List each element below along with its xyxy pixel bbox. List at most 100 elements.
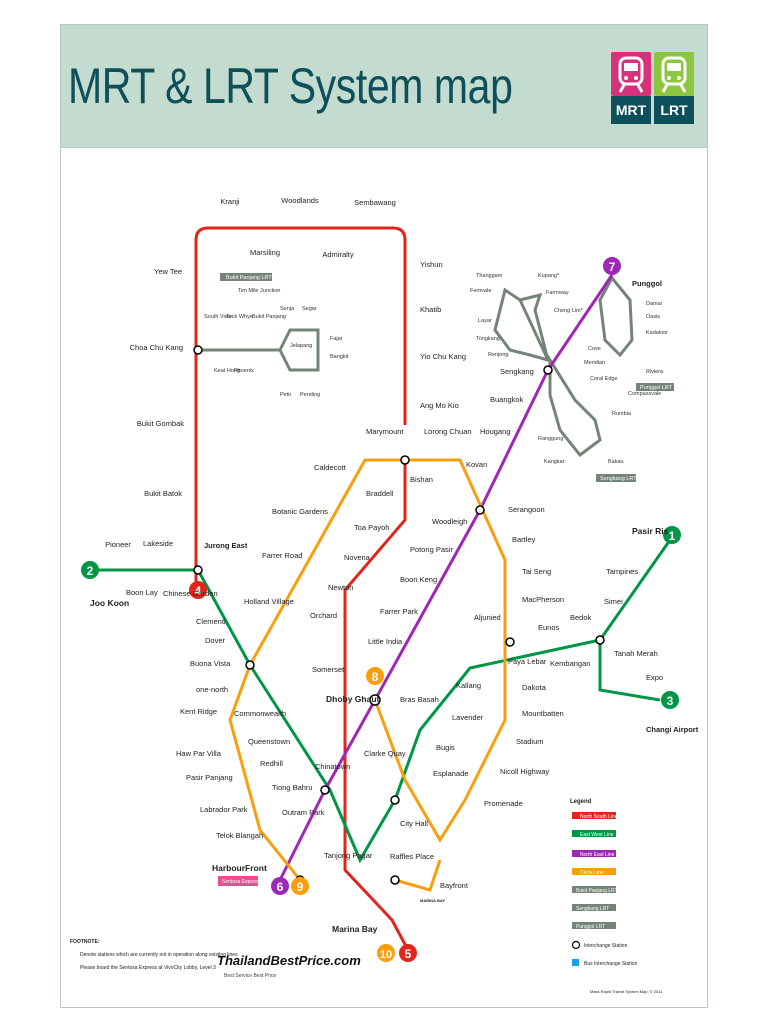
station-bukit-gombak: Bukit Gombak bbox=[137, 419, 184, 428]
station-simei: Simei bbox=[604, 597, 623, 606]
sentosa-express-label: Sentosa Express bbox=[222, 879, 260, 885]
legend-swatch-sengkang-lrt bbox=[572, 904, 616, 911]
line-number-1: 1 bbox=[669, 529, 676, 543]
lrt-phoenix: Phoenix bbox=[234, 368, 254, 374]
lrt-rumbia: Rumbia bbox=[612, 411, 632, 417]
lrt-farmway: Farmway bbox=[546, 290, 569, 296]
lrt-compassvale: Compassvale bbox=[628, 391, 661, 397]
station-queenstown: Queenstown bbox=[248, 737, 290, 746]
sengkang-punggol-lrt-lines bbox=[493, 275, 634, 458]
station-bedok: Bedok bbox=[570, 613, 592, 622]
station-tanjong-pagar: Tanjong Pagar bbox=[324, 851, 373, 860]
station-dakota: Dakota bbox=[522, 683, 547, 692]
line-number-6: 6 bbox=[277, 880, 284, 894]
station-kembangan: Kembangan bbox=[550, 659, 590, 668]
station-serangoon: Serangoon bbox=[508, 505, 545, 514]
station-stadium: Stadium bbox=[516, 737, 544, 746]
station-novena: Novena bbox=[344, 553, 371, 562]
marina-bay-sands-logo: MARINA BAY bbox=[420, 898, 445, 903]
lrt-badge-label: LRT bbox=[654, 96, 694, 124]
lrt-cove: Cove bbox=[588, 346, 601, 352]
footnote-title: FOOTNOTE: bbox=[70, 939, 100, 945]
credit-text: Mass Rapid Transit System Map, © 2011 bbox=[590, 989, 663, 994]
lrt-renjong: Renjong bbox=[488, 352, 509, 358]
station-orchard: Orchard bbox=[310, 611, 337, 620]
lrt-oasis: Oasis bbox=[646, 314, 660, 320]
legend-north-south: North South Line bbox=[580, 814, 618, 820]
lrt-segar: Segar bbox=[302, 306, 317, 312]
station-hougang: Hougang bbox=[480, 427, 510, 436]
station-yio-chu-kang: Yio Chu Kang bbox=[420, 352, 466, 361]
lrt-badge: LRT bbox=[654, 52, 694, 124]
station-bayfront: Bayfront bbox=[440, 881, 469, 890]
station-bras-basah: Bras Basah bbox=[400, 695, 439, 704]
lrt-damai: Damai bbox=[646, 301, 662, 307]
station-eunos: Eunos bbox=[538, 623, 560, 632]
legend-swatch-bukit-panjang-lrt bbox=[572, 886, 616, 893]
station-ang-mo-kio: Ang Mo Kio bbox=[420, 401, 459, 410]
lrt-bangkit: Bangkit bbox=[330, 354, 349, 360]
brand-tagline: Best Service Best Price bbox=[224, 973, 276, 979]
legend-swatch-circle bbox=[572, 868, 616, 875]
lrt-train-icon bbox=[654, 52, 694, 96]
station-bartley: Bartley bbox=[512, 535, 536, 544]
station-city-hall: City Hall bbox=[400, 819, 428, 828]
line-number-5: 5 bbox=[405, 947, 412, 961]
footnote: FOOTNOTE: Denote stations which are curr… bbox=[70, 876, 445, 979]
station-kranji: Kranji bbox=[220, 197, 240, 206]
legend-swatch-punggol-lrt bbox=[572, 922, 616, 929]
station-bishan: Bishan bbox=[410, 475, 433, 484]
station-holland-village: Holland Village bbox=[244, 597, 294, 606]
station-outram-park: Outram Park bbox=[282, 808, 325, 817]
lrt-jelapang: Jelapang bbox=[290, 343, 312, 349]
station-promenade: Promenade bbox=[484, 799, 523, 808]
station-bukit-batok: Bukit Batok bbox=[144, 489, 182, 498]
lrt-station-labels: Bukit Panjang LRT Ten Mile Junction Sout… bbox=[204, 273, 674, 482]
line-number-9: 9 bbox=[297, 880, 304, 894]
station-nicoll-highway: Nicoll Highway bbox=[500, 767, 549, 776]
station-tiong-bahru: Tiong Bahru bbox=[272, 783, 313, 792]
station-redhill: Redhill bbox=[260, 759, 283, 768]
header-banner bbox=[60, 24, 708, 148]
lrt-kadaloor: Kadaloor bbox=[646, 330, 668, 336]
station-commonwealth: Commonwealth bbox=[234, 709, 286, 718]
lrt-pending: Pending bbox=[300, 392, 320, 398]
lrt-keat-hong: Keat Hong bbox=[214, 368, 240, 374]
lrt-kupang: Kupang* bbox=[538, 273, 560, 279]
lrt-ranggung: Ranggung bbox=[538, 436, 563, 442]
line-number-10: 10 bbox=[380, 949, 392, 961]
bus-icon bbox=[572, 959, 579, 966]
station-marymount: Marymount bbox=[366, 427, 404, 436]
lrt-bakau: Bakau bbox=[608, 459, 624, 465]
legend-bukit-panjang-lrt: Bukit Panjang LRT bbox=[576, 888, 618, 894]
punggol-lrt-tag bbox=[636, 383, 674, 391]
legend-east-west: East West Line bbox=[580, 832, 614, 838]
station-marsiling: Marsiling bbox=[250, 248, 280, 257]
station-somerset: Somerset bbox=[312, 665, 345, 674]
station-buangkok: Buangkok bbox=[490, 395, 524, 404]
station-botanic-gardens: Botanic Gardens bbox=[272, 507, 328, 516]
lrt-kangkar: Kangkar bbox=[544, 459, 565, 465]
line-number-markers: 1 2 3 4 5 6 7 8 9 10 bbox=[81, 257, 681, 962]
station-kent-ridge: Kent Ridge bbox=[180, 707, 217, 716]
station-little-india: Little India bbox=[368, 637, 403, 646]
footnote-note-2: Please board the Sentosa Express at Vivo… bbox=[80, 965, 216, 971]
station-khatib: Khatib bbox=[420, 305, 441, 314]
lrt-senja: Senja bbox=[280, 306, 295, 312]
legend-swatch-north-east bbox=[572, 850, 616, 857]
station-dover: Dover bbox=[205, 636, 226, 645]
station-labels: Kranji Woodlands Sembawang Marsiling Adm… bbox=[90, 196, 699, 934]
station-tai-seng: Tai Seng bbox=[522, 567, 551, 576]
legend-title: Legend bbox=[570, 799, 592, 805]
station-farrer-road: Farrer Road bbox=[262, 551, 302, 560]
station-caldecott: Caldecott bbox=[314, 463, 347, 472]
station-jurong-east: Jurong East bbox=[204, 541, 248, 550]
north-east-line bbox=[278, 274, 614, 881]
station-clementi: Clementi bbox=[196, 617, 226, 626]
line-number-2: 2 bbox=[87, 564, 94, 578]
north-south-line bbox=[194, 226, 410, 951]
station-lavender: Lavender bbox=[452, 713, 484, 722]
lrt-teck-whye: Teck Whye bbox=[226, 314, 253, 320]
station-sembawang: Sembawang bbox=[354, 198, 396, 207]
